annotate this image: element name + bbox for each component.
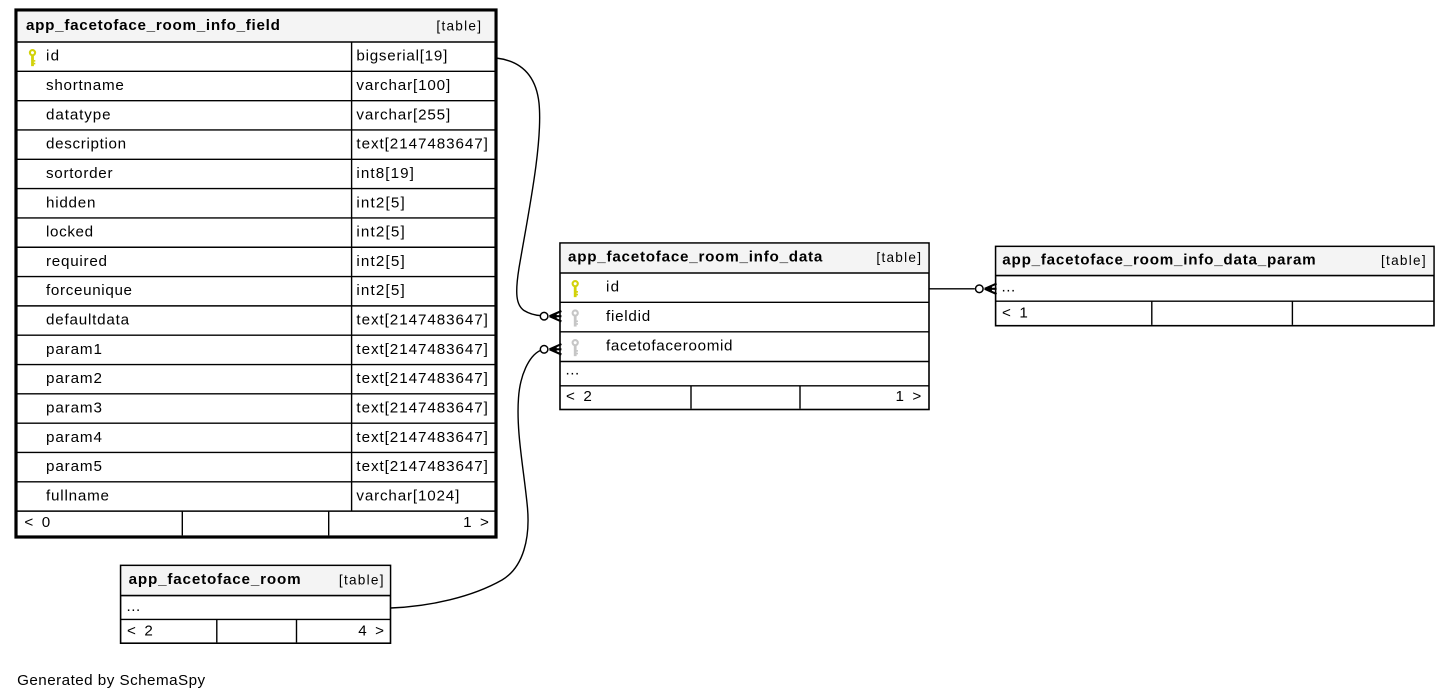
svg-text:locked: locked xyxy=(46,224,93,241)
svg-text:[table]: [table] xyxy=(1381,253,1426,268)
svg-text:param4: param4 xyxy=(46,429,102,446)
svg-text:bigserial[19]: bigserial[19] xyxy=(356,48,447,65)
svg-text:param2: param2 xyxy=(46,370,102,387)
svg-text:hidden: hidden xyxy=(46,194,95,211)
svg-text:< 2: < 2 xyxy=(127,623,153,640)
svg-text:Generated by SchemaSpy: Generated by SchemaSpy xyxy=(17,672,205,689)
svg-text:app_facetoface_room: app_facetoface_room xyxy=(129,571,301,588)
svg-text:< 2: < 2 xyxy=(566,388,592,405)
svg-text:...: ... xyxy=(1002,279,1016,296)
svg-text:varchar[1024]: varchar[1024] xyxy=(356,487,459,504)
svg-text:int2[5]: int2[5] xyxy=(356,253,404,270)
svg-text:[table]: [table] xyxy=(876,250,921,265)
svg-text:app_facetoface_room_info_field: app_facetoface_room_info_field xyxy=(26,17,280,34)
svg-text:int2[5]: int2[5] xyxy=(356,194,404,211)
svg-text:forceunique: forceunique xyxy=(46,282,132,299)
svg-text:text[2147483647]: text[2147483647] xyxy=(356,458,488,475)
svg-text:...: ... xyxy=(127,598,141,615)
svg-text:datatype: datatype xyxy=(46,106,111,123)
svg-text:1 >: 1 > xyxy=(896,388,922,405)
svg-text:int8[19]: int8[19] xyxy=(356,165,414,182)
svg-text:4 >: 4 > xyxy=(358,623,384,640)
svg-text:fieldid: fieldid xyxy=(606,308,650,325)
svg-text:< 0: < 0 xyxy=(24,514,50,531)
svg-text:shortname: shortname xyxy=(46,77,124,94)
svg-text:description: description xyxy=(46,136,126,153)
svg-text:id: id xyxy=(606,279,619,296)
svg-text:int2[5]: int2[5] xyxy=(356,282,404,299)
svg-text:< 1: < 1 xyxy=(1002,305,1028,322)
svg-text:facetofaceroomid: facetofaceroomid xyxy=(606,338,733,355)
svg-text:required: required xyxy=(46,253,107,270)
svg-text:text[2147483647]: text[2147483647] xyxy=(356,429,488,446)
svg-text:sortorder: sortorder xyxy=(46,165,113,182)
svg-text:app_facetoface_room_info_data: app_facetoface_room_info_data xyxy=(568,249,823,266)
svg-text:text[2147483647]: text[2147483647] xyxy=(356,341,488,358)
svg-text:varchar[100]: varchar[100] xyxy=(356,77,450,94)
svg-text:defaultdata: defaultdata xyxy=(46,312,130,329)
svg-text:1 >: 1 > xyxy=(463,514,489,531)
svg-text:text[2147483647]: text[2147483647] xyxy=(356,312,488,329)
svg-text:[table]: [table] xyxy=(339,572,384,587)
svg-text:[table]: [table] xyxy=(436,18,481,33)
svg-text:app_facetoface_room_info_data_: app_facetoface_room_info_data_param xyxy=(1002,252,1315,269)
svg-text:text[2147483647]: text[2147483647] xyxy=(356,136,488,153)
svg-text:fullname: fullname xyxy=(46,487,109,504)
svg-text:param1: param1 xyxy=(46,341,102,358)
svg-text:text[2147483647]: text[2147483647] xyxy=(356,400,488,417)
svg-text:int2[5]: int2[5] xyxy=(356,224,404,241)
svg-text:text[2147483647]: text[2147483647] xyxy=(356,370,488,387)
svg-text:param5: param5 xyxy=(46,458,102,475)
svg-text:id: id xyxy=(46,48,59,65)
svg-text:param3: param3 xyxy=(46,400,102,417)
svg-text:varchar[255]: varchar[255] xyxy=(356,106,450,123)
svg-text:...: ... xyxy=(566,362,580,379)
